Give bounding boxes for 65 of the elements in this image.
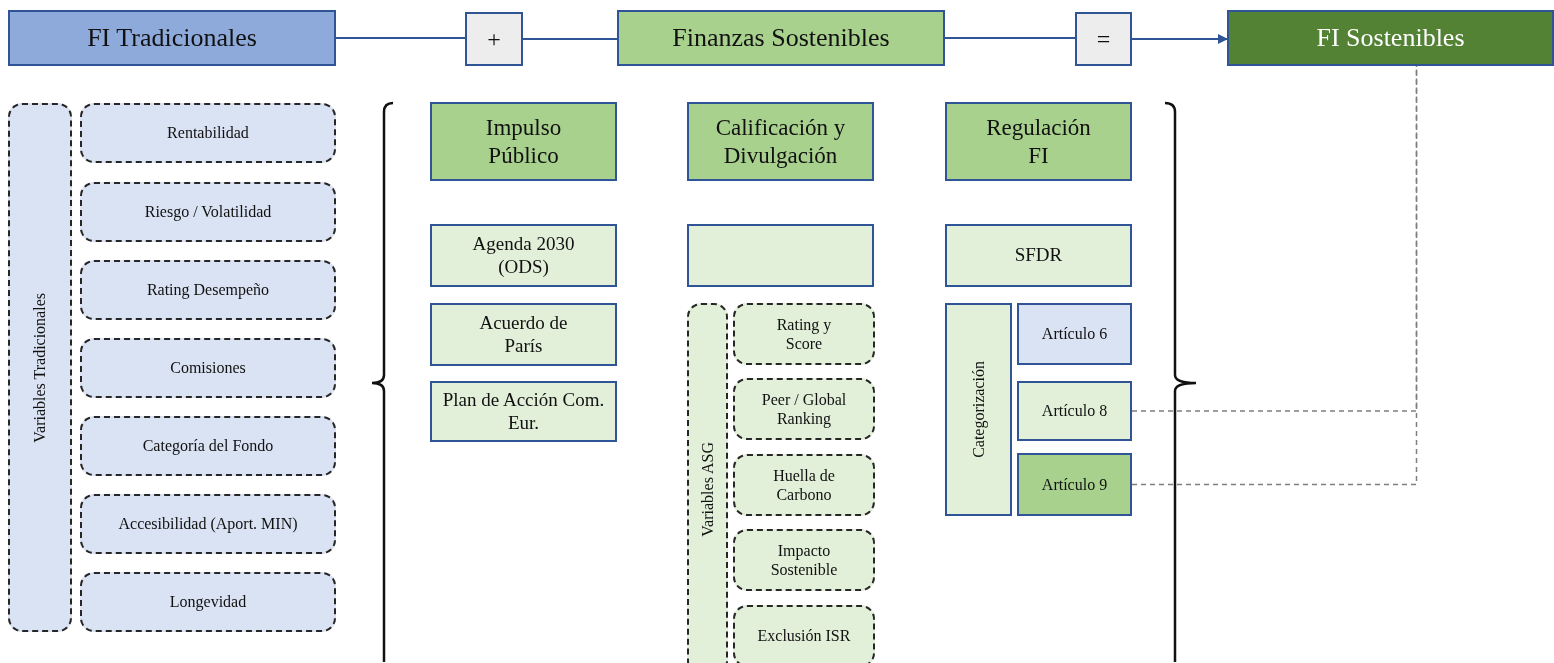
- node-label: Impulso Público: [484, 113, 563, 170]
- node-label: Comisiones: [169, 358, 247, 378]
- node-label: +: [486, 24, 502, 54]
- node-label: Accesibilidad (Aport. MIN): [117, 514, 299, 534]
- node-label: Calificación y Divulgación: [714, 113, 847, 170]
- text-box: [430, 381, 617, 442]
- empty-box: [687, 224, 874, 287]
- text-box: [733, 303, 875, 365]
- text-box: [8, 10, 336, 66]
- node-label: FI Tradicionales: [86, 22, 258, 54]
- node-label: Categoría del Fondo: [141, 436, 275, 456]
- text-box: [1017, 303, 1132, 365]
- connector-line: [944, 37, 1076, 39]
- text-box: [617, 10, 945, 66]
- text-box: [1075, 12, 1132, 66]
- text-box: [687, 102, 874, 181]
- vertical-label-bar: [8, 103, 72, 632]
- node-label: Artículo 8: [1040, 401, 1109, 421]
- arrow: [1131, 34, 1228, 44]
- node-label: Plan de Acción Com. Eur.: [441, 388, 606, 435]
- vertical-label-bar: [687, 303, 728, 663]
- text-box: [80, 572, 336, 632]
- text-box: [80, 182, 336, 242]
- text-box: [80, 260, 336, 320]
- node-label: Longevidad: [168, 592, 248, 612]
- text-box: [430, 303, 617, 366]
- text-box: [1227, 10, 1554, 66]
- node-label: =: [1095, 24, 1112, 54]
- connector-line: [522, 38, 618, 40]
- node-label: SFDR: [1013, 244, 1064, 267]
- text-box: [945, 102, 1132, 181]
- node-label: Rentabilidad: [166, 123, 250, 143]
- text-box: [733, 454, 875, 516]
- node-label: Riesgo / Volatilidad: [143, 202, 273, 222]
- node-label: Rating y Score: [775, 314, 833, 354]
- node-label: Impacto Sostenible: [769, 540, 839, 580]
- node-label: Rating Desempeño: [145, 280, 271, 300]
- node-label: Huella de Carbono: [772, 465, 836, 505]
- text-box: [80, 338, 336, 398]
- text-box: [80, 103, 336, 163]
- text-box: [80, 416, 336, 476]
- text-box: [465, 12, 523, 66]
- node-label: Peer / Global Ranking: [760, 389, 848, 429]
- text-box: [80, 494, 336, 554]
- text-box: [1017, 381, 1132, 441]
- node-label: Artículo 6: [1040, 324, 1109, 344]
- node-label: Exclusión ISR: [756, 626, 852, 646]
- text-box: [1017, 453, 1132, 516]
- node-label: Finanzas Sostenibles: [671, 22, 891, 54]
- text-box: [945, 224, 1132, 287]
- vertical-label-bar: [945, 303, 1012, 516]
- node-label: Artículo 9: [1040, 474, 1109, 495]
- text-box: [733, 378, 875, 440]
- text-box: [733, 605, 875, 663]
- connector-line: [335, 37, 466, 39]
- node-label: Variables ASG: [697, 441, 717, 537]
- node-label: Variables Tradicionales: [30, 292, 50, 443]
- node-label: Categorización: [968, 361, 989, 458]
- node-label: Acuerdo de París: [478, 311, 569, 358]
- node-label: FI Sostenibles: [1315, 22, 1466, 54]
- node-label: Agenda 2030 (ODS): [471, 232, 576, 279]
- text-box: [430, 102, 617, 181]
- text-box: [430, 224, 617, 287]
- node-label: Regulación FI: [985, 113, 1092, 170]
- text-box: [733, 529, 875, 591]
